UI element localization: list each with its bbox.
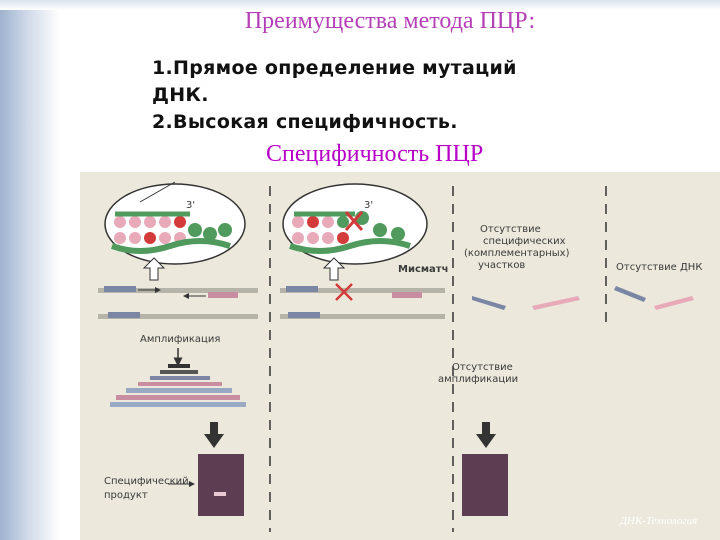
gel-lane-1: [198, 454, 244, 516]
panel-match: 3' Амплификация Специфический продукт: [98, 181, 258, 516]
free-primer-blue: [472, 296, 506, 310]
advantage-item-2: 2.Высокая специфичность.: [152, 111, 458, 133]
no-specific-line-4: участков: [478, 260, 525, 271]
advantages-list: 1.Прямое определение мутаций ДНК. 2.Высо…: [152, 55, 517, 136]
mismatch-cross-icon-2: [335, 283, 353, 301]
template-strand-bottom: [98, 314, 258, 319]
panel-no-dna: Отсутствие ДНК: [614, 262, 702, 310]
no-amplification-line-2: амплификации: [438, 374, 518, 385]
template-strand-top: [98, 288, 258, 293]
specific-product-label-2: продукт: [104, 490, 148, 501]
figure-subtitle: Специфичность ПЦР: [266, 141, 484, 167]
panel-mismatch: 3' Мисматч: [280, 183, 448, 319]
no-amplification-line-1: Отсутствие: [452, 362, 513, 373]
watermark: ДНК-Технология: [619, 515, 697, 527]
free-primer-blue-2: [614, 286, 646, 302]
mismatch-label: Мисматч: [398, 264, 448, 275]
dna-base-pairs-1: [110, 211, 232, 254]
free-primer-pink-2: [654, 296, 694, 310]
no-specific-line-3: (комплементарных): [464, 248, 570, 259]
primer-3-label-2: 3': [364, 200, 373, 211]
panel-no-amplification: Отсутствие амплификации: [438, 362, 518, 516]
pcr-specificity-figure: 3' Амплификация Специфический продукт: [80, 172, 720, 540]
down-arrow-icon-2: [476, 422, 496, 448]
slide-top-shade: [0, 0, 720, 10]
free-primer-pink: [532, 296, 580, 310]
no-specific-line-2: специфических: [483, 236, 566, 247]
advantage-item-1: 1.Прямое определение мутаций: [152, 57, 517, 79]
no-dna-label: Отсутствие ДНК: [616, 262, 702, 273]
primer-reverse: [208, 292, 238, 298]
up-arrow-icon-2: [322, 257, 346, 281]
up-arrow-icon: [142, 257, 166, 281]
panel-no-specific: Отсутствие специфических (комплементарны…: [464, 224, 580, 310]
slide-title: Преимущества метода ПЦР:: [244, 8, 536, 34]
slide-background-gradient: [0, 0, 60, 540]
primer-forward: [104, 286, 136, 292]
mismatch-cross-icon: [344, 211, 364, 231]
dna-base-pairs-2: [289, 211, 411, 254]
gel-band-1: [214, 492, 226, 496]
specific-product-label-1: Специфический: [104, 476, 189, 487]
amplification-label: Амплификация: [140, 334, 220, 345]
gel-lane-2: [462, 454, 508, 516]
primer-3-label-1: 3': [186, 200, 195, 211]
down-arrow-icon-1: [204, 422, 224, 448]
advantage-item-1-cont: ДНК.: [152, 84, 209, 106]
amplification-pyramid: [110, 364, 246, 407]
no-specific-line-1: Отсутствие: [480, 224, 541, 235]
